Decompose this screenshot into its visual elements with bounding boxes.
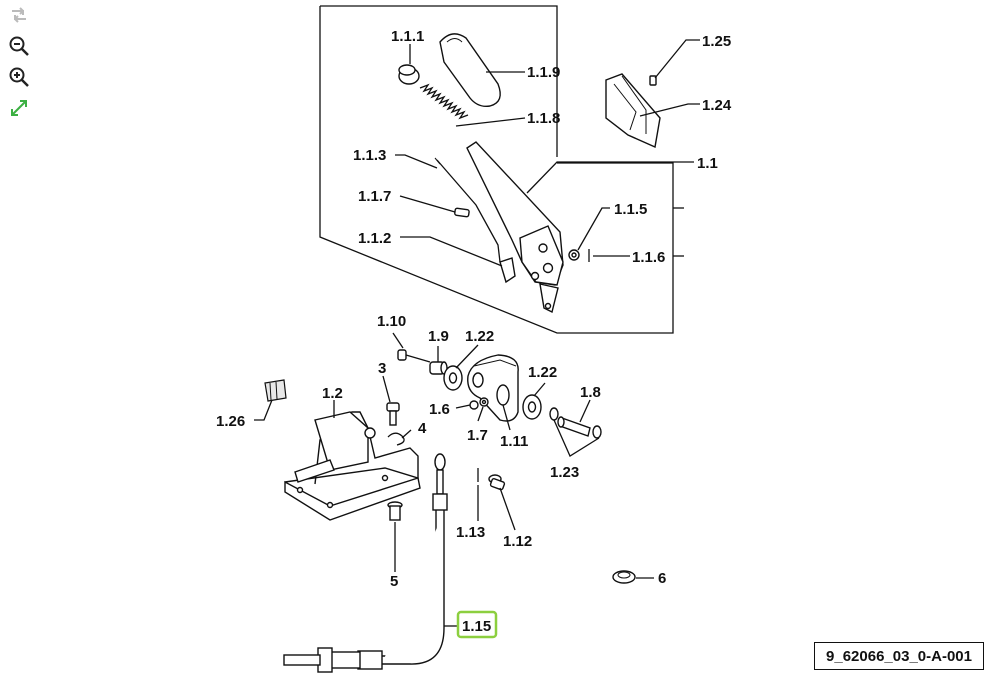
label-1-1[interactable]: 1.1 <box>697 155 718 172</box>
highlight-1-15 <box>456 610 498 639</box>
grip-sleeve <box>439 33 501 108</box>
label-3[interactable]: 3 <box>378 360 386 377</box>
push-button-cap <box>398 64 420 85</box>
zoom-out-icon[interactable] <box>6 33 32 59</box>
label-1-26[interactable]: 1.26 <box>216 413 245 430</box>
label-1-24[interactable]: 1.24 <box>702 97 732 114</box>
label-1-1-6[interactable]: 1.1.6 <box>632 249 665 266</box>
leader-lines <box>254 39 700 627</box>
label-1-1-8[interactable]: 1.1.8 <box>527 110 560 127</box>
bolt-1-10 <box>397 349 431 363</box>
label-1-13[interactable]: 1.13 <box>456 524 485 541</box>
rubber-pad <box>264 379 287 402</box>
label-1-2[interactable]: 1.2 <box>322 385 343 402</box>
lever-cover <box>605 73 661 149</box>
label-1-12[interactable]: 1.12 <box>503 533 532 550</box>
label-1-11[interactable]: 1.11 <box>500 433 528 450</box>
release-rod <box>434 157 501 263</box>
label-1-1-3[interactable]: 1.1.3 <box>353 147 386 164</box>
label-1-1-2[interactable]: 1.1.2 <box>358 230 391 247</box>
pawl-1-1-2 <box>499 257 516 284</box>
label-1-7[interactable]: 1.7 <box>467 427 488 444</box>
part-labels: 1.1.1 1.1.9 1.1.8 1.1.3 1.1.7 1.1.2 1.1 … <box>216 28 732 635</box>
label-1-15[interactable]: 1.15 <box>462 618 491 635</box>
clip-4 <box>387 432 405 446</box>
washer-1-22-left <box>443 365 463 391</box>
label-1-8[interactable]: 1.8 <box>580 384 601 401</box>
label-1-9[interactable]: 1.9 <box>428 328 449 345</box>
label-1-1-5[interactable]: 1.1.5 <box>614 201 647 218</box>
label-1-1-9[interactable]: 1.1.9 <box>527 64 560 81</box>
rotate-icon[interactable] <box>6 2 32 28</box>
zoom-in-icon[interactable] <box>6 64 32 90</box>
mounting-bracket <box>284 411 421 521</box>
viewer-toolbar <box>0 0 36 130</box>
label-1-6[interactable]: 1.6 <box>429 401 450 418</box>
pin-1-8 <box>557 416 591 437</box>
washer-1-1-5 <box>568 249 580 261</box>
label-4[interactable]: 4 <box>418 420 427 437</box>
lever-spring <box>419 83 469 120</box>
sector-plate <box>467 354 519 422</box>
hand-brake-lever <box>466 141 564 314</box>
label-6[interactable]: 6 <box>658 570 666 587</box>
rivet-nut-5 <box>387 501 403 521</box>
rings-1-23 <box>549 407 602 439</box>
label-1-25[interactable]: 1.25 <box>702 33 731 50</box>
bolt-3 <box>386 402 400 426</box>
expand-icon[interactable] <box>6 95 32 121</box>
label-5[interactable]: 5 <box>390 573 398 590</box>
label-1-23[interactable]: 1.23 <box>550 464 579 481</box>
label-1-22-right[interactable]: 1.22 <box>528 364 557 381</box>
label-1-1-7[interactable]: 1.1.7 <box>358 188 391 205</box>
nut-1-6 <box>469 400 479 410</box>
label-1-10[interactable]: 1.10 <box>377 313 406 330</box>
brake-cable <box>283 453 448 673</box>
pin-1-1-7 <box>454 207 470 218</box>
clevis-pin-1-12 <box>488 474 506 491</box>
diagram-reference-code: 9_62066_03_0-A-001 <box>814 642 984 670</box>
screw-1-25 <box>649 75 657 86</box>
plug-6 <box>612 570 636 584</box>
label-1-1-1[interactable]: 1.1.1 <box>391 28 424 45</box>
assembly-box-1-1 <box>319 5 674 334</box>
washer-1-7 <box>479 397 489 407</box>
label-1-22-top[interactable]: 1.22 <box>465 328 494 345</box>
washer-1-22-right <box>522 394 542 420</box>
